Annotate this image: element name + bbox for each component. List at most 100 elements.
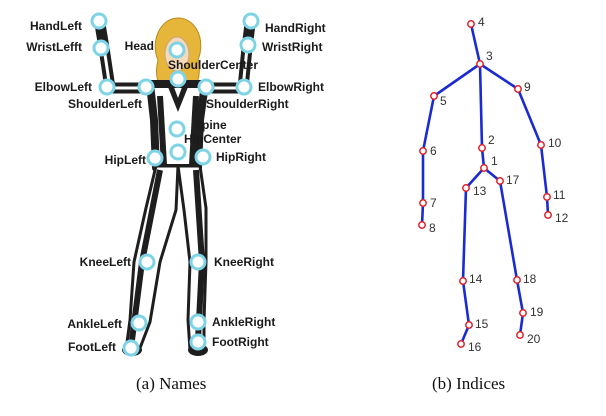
index-label-3: 3 (486, 49, 493, 63)
marker-hand-right (242, 12, 260, 30)
marker-elbow-right (235, 78, 253, 96)
marker-elbow-left (98, 78, 116, 96)
marker-wrist-right (239, 36, 257, 54)
label-foot-left: FootLeft (68, 340, 116, 354)
bone-4-3 (469, 22, 482, 66)
marker-ankle-right (189, 313, 207, 331)
label-hip-center: HipCenter (184, 132, 242, 146)
torso-collar (166, 82, 190, 112)
marker-knee-right (189, 253, 207, 271)
marker-wrist-left (92, 39, 110, 57)
bone-9-10 (516, 87, 543, 147)
joint-4 (467, 20, 475, 28)
joint-7 (419, 199, 427, 207)
joint-12 (544, 211, 552, 219)
caption-indices: (b) Indices (432, 374, 506, 393)
marker-hip-right (194, 148, 212, 166)
torso-side-right (189, 95, 199, 166)
bone-10-11 (539, 143, 549, 199)
index-label-19: 19 (530, 305, 544, 319)
index-label-18: 18 (523, 272, 537, 286)
index-label-10: 10 (548, 136, 562, 150)
label-hand-right: HandRight (265, 21, 326, 35)
label-spine: Spine (194, 118, 227, 132)
bone-5-6 (421, 94, 436, 153)
label-hand-left: HandLeft (30, 19, 82, 33)
joint-15 (465, 321, 473, 329)
bone-3-2 (478, 62, 484, 150)
label-hip-left: HipLeft (105, 153, 146, 167)
skeleton-joints (418, 20, 552, 348)
index-label-11: 11 (553, 188, 566, 202)
index-label-8: 8 (429, 221, 436, 235)
index-label-2: 2 (488, 133, 495, 147)
label-ankle-left: AnkleLeft (67, 317, 122, 331)
joint-14 (459, 277, 467, 285)
joint-8 (418, 221, 426, 229)
joint-5 (430, 92, 438, 100)
marker-head (168, 41, 186, 59)
index-label-1: 1 (491, 154, 498, 168)
index-label-6: 6 (430, 144, 437, 158)
index-label-12: 12 (555, 211, 569, 225)
label-foot-right: FootRight (212, 335, 269, 349)
label-shoulder-center: ShoulderCenter (168, 58, 258, 72)
joint-19 (519, 309, 527, 317)
label-elbow-right: ElbowRight (258, 80, 324, 94)
joint-17 (496, 177, 504, 185)
index-label-13: 13 (473, 184, 487, 198)
label-wrist-right: WristRight (262, 40, 322, 54)
marker-shoulder-right (197, 78, 215, 96)
joint-11 (543, 193, 551, 201)
index-label-16: 16 (468, 340, 482, 354)
marker-knee-left (138, 253, 156, 271)
joint-16 (457, 340, 465, 348)
caption-names: (a) Names (136, 374, 207, 393)
index-label-17: 17 (506, 173, 520, 187)
bone-3-5 (432, 62, 482, 98)
marker-foot-left (122, 339, 140, 357)
bone-3-9 (478, 62, 520, 91)
joint-9 (514, 85, 522, 93)
index-label-5: 5 (440, 94, 447, 108)
marker-hip-left (146, 149, 164, 167)
marker-foot-right (189, 333, 207, 351)
bone-1-13 (464, 166, 486, 190)
index-label-7: 7 (430, 196, 437, 210)
label-shoulder-right: ShoulderRight (206, 97, 289, 111)
bone-17-18 (498, 179, 519, 282)
index-label-9: 9 (524, 80, 531, 94)
label-wrist-left: WristLefft (26, 40, 82, 54)
marker-spine (168, 120, 186, 138)
label-head: Head (125, 39, 154, 53)
marker-ankle-left (130, 314, 148, 332)
label-elbow-left: ElbowLeft (35, 80, 92, 94)
joint-markers (90, 12, 260, 357)
joint-1 (480, 164, 488, 172)
label-ankle-right: AnkleRight (212, 315, 275, 329)
marker-hip-center (169, 143, 187, 161)
joint-3 (476, 60, 484, 68)
label-hip-right: HipRight (216, 150, 266, 164)
marker-shoulder-left (137, 78, 155, 96)
bone-13-14 (461, 186, 468, 283)
bone-18-19 (515, 278, 525, 315)
index-label-20: 20 (527, 332, 541, 346)
index-label-14: 14 (469, 272, 483, 286)
joint-6 (419, 147, 427, 155)
torso-side-left (157, 95, 167, 166)
label-shoulder-left: ShoulderLeft (68, 97, 142, 111)
label-knee-right: KneeRight (214, 255, 274, 269)
joint-2 (478, 144, 486, 152)
index-label-4: 4 (478, 15, 485, 29)
index-label-15: 15 (475, 317, 489, 331)
label-knee-left: KneeLeft (80, 255, 131, 269)
marker-shoulder-center (169, 70, 187, 88)
joint-18 (513, 276, 521, 284)
joint-20 (516, 331, 524, 339)
joint-10 (537, 141, 545, 149)
